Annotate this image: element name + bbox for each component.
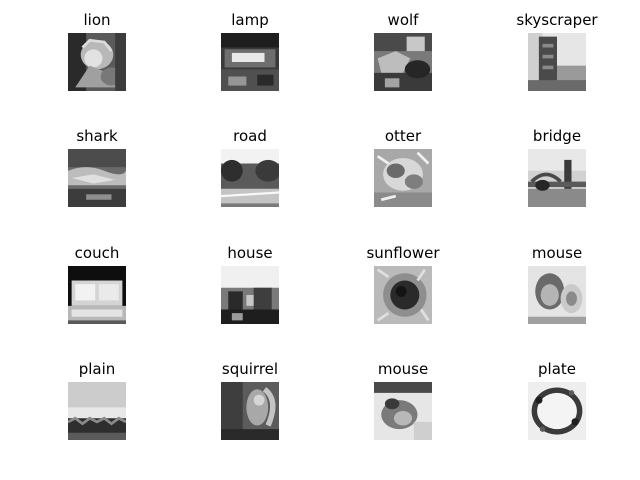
shark-image: [68, 149, 126, 207]
panel-title: couch: [74, 244, 120, 262]
panel-lion: lion: [32, 10, 162, 110]
road-image: [221, 149, 279, 207]
otter-image: [374, 149, 432, 207]
couch-image: [68, 266, 126, 324]
panel-couch: couch: [32, 243, 162, 343]
plain-image: [68, 382, 126, 440]
panel-title: skyscraper: [516, 11, 598, 29]
panel-title: lamp: [231, 11, 269, 29]
panel-title: wolf: [387, 11, 419, 29]
panel-title: plate: [538, 360, 576, 378]
panel-mouse: mouse: [338, 359, 468, 459]
panel-lamp: lamp: [185, 10, 315, 110]
lamp-image: [221, 33, 279, 91]
wolf-image: [374, 33, 432, 91]
panel-sunflower: sunflower: [338, 243, 468, 343]
panel-house: house: [185, 243, 315, 343]
sunflower-image: [374, 266, 432, 324]
panel-squirrel: squirrel: [185, 359, 315, 459]
mouse-image: [528, 266, 586, 324]
bridge-image: [528, 149, 586, 207]
lion-image: [68, 33, 126, 91]
panel-title: road: [233, 127, 267, 145]
panel-shark: shark: [32, 126, 162, 226]
panel-title: squirrel: [221, 360, 279, 378]
panel-road: road: [185, 126, 315, 226]
panel-title: house: [227, 244, 273, 262]
panel-title: bridge: [532, 127, 582, 145]
mouse-image: [374, 382, 432, 440]
squirrel-image: [221, 382, 279, 440]
panel-title: mouse: [377, 360, 429, 378]
panel-title: sunflower: [366, 244, 440, 262]
panel-title: mouse: [531, 244, 583, 262]
panel-title: otter: [384, 127, 422, 145]
plate-image: [528, 382, 586, 440]
panel-mouse: mouse: [492, 243, 622, 343]
panel-bridge: bridge: [492, 126, 622, 226]
panel-skyscraper: skyscraper: [492, 10, 622, 110]
panel-plate: plate: [492, 359, 622, 459]
panel-title: shark: [76, 127, 118, 145]
panel-title: plain: [78, 360, 116, 378]
panel-otter: otter: [338, 126, 468, 226]
house-image: [221, 266, 279, 324]
panel-wolf: wolf: [338, 10, 468, 110]
skyscraper-image: [528, 33, 586, 91]
panel-plain: plain: [32, 359, 162, 459]
panel-title: lion: [83, 11, 111, 29]
